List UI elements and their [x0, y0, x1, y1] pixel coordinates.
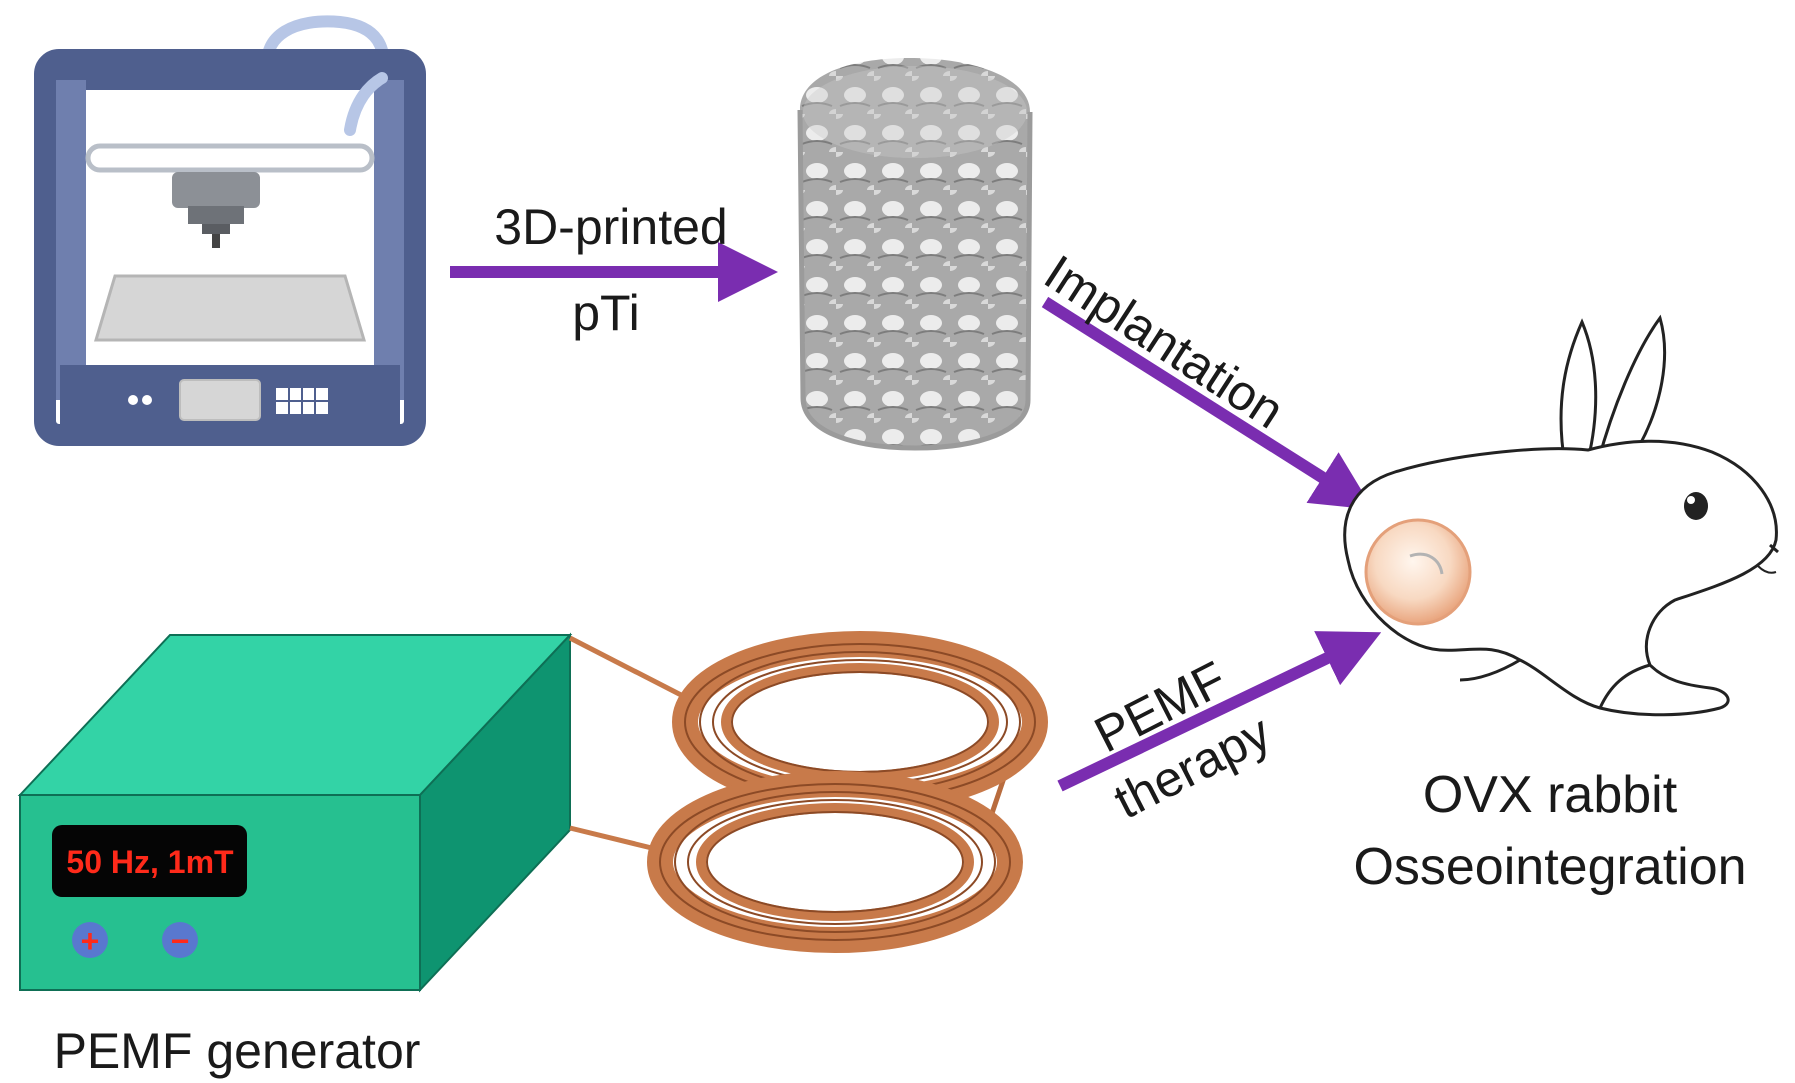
label-ovx-rabbit: OVX rabbit	[1423, 766, 1678, 824]
label-implantation: Implantation	[1035, 244, 1294, 439]
implant-site-marker	[1364, 518, 1472, 626]
minus-button[interactable]: −	[162, 922, 198, 959]
label-pti: pTi	[572, 285, 640, 341]
upper-coil	[672, 631, 1048, 813]
plus-button[interactable]: +	[72, 922, 108, 959]
plus-button-label: +	[81, 923, 100, 959]
label-3d-printed: 3D-printed	[494, 199, 727, 255]
minus-button-label: −	[171, 923, 190, 959]
porous-titanium-scaffold-icon	[797, 58, 1033, 451]
label-osseointegration: Osseointegration	[1353, 838, 1746, 896]
lower-coil	[647, 771, 1023, 953]
copper-coil-pair-icon	[568, 631, 1048, 953]
rabbit-icon	[1343, 314, 1779, 717]
3d-printer-icon	[34, 15, 426, 446]
generator-display-readout: 50 Hz, 1mT	[66, 844, 234, 880]
arrow-pemf-therapy	[1057, 631, 1382, 792]
label-pemf-generator: PEMF generator	[54, 1023, 421, 1079]
arrow-implantation	[1041, 296, 1374, 510]
pemf-generator-box-icon: 50 Hz, 1mT + −	[17, 632, 573, 993]
